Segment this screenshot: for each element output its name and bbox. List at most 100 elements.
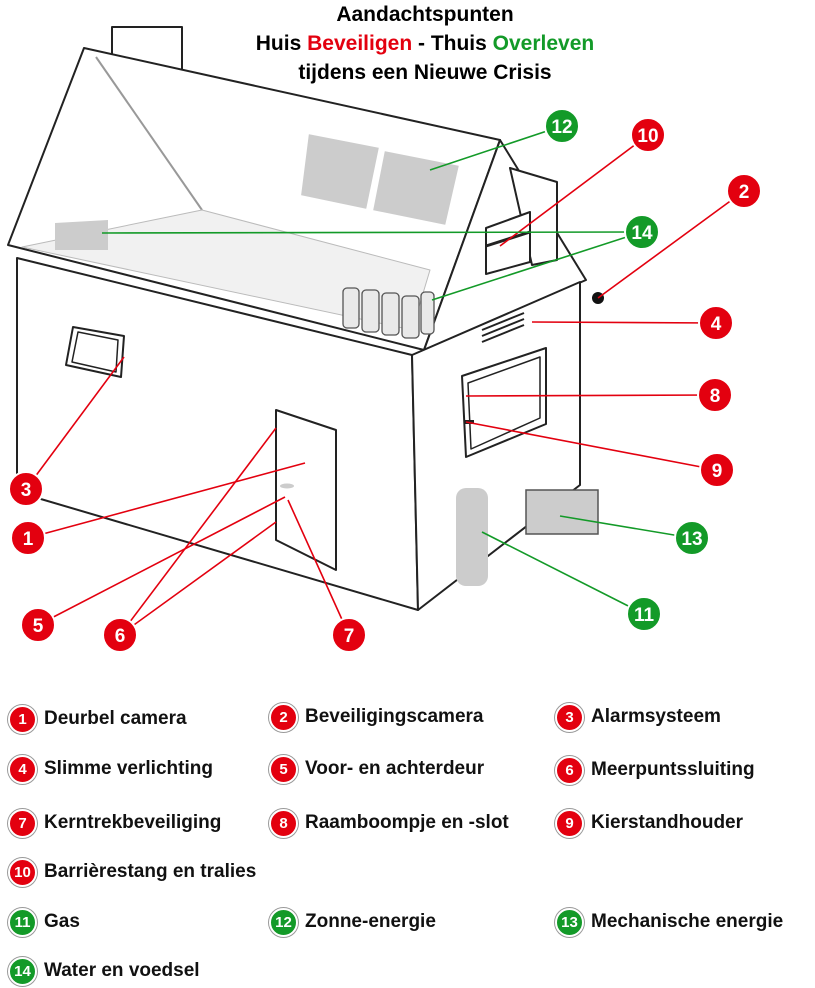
callout-badge-circle [697,377,733,413]
legend-item-14: 14 Water en voedsel [8,956,200,986]
legend-label: Water en voedsel [44,960,200,981]
callout-1: 1 [10,520,46,556]
legend-item-10: 10 Barrièrestang en tralies [8,857,256,887]
callout-13: 13 [674,520,710,556]
callout-9: 9 [699,452,735,488]
legend-item-2: 2 Beveiligingscamera [269,702,483,732]
callout-2: 2 [726,173,762,209]
legend-badge: 13 [555,907,584,937]
title-huis: Huis [255,32,308,55]
legend-label: Beveiligingscamera [305,706,484,727]
survival-lines [101,125,693,615]
callout-badge-circle [674,520,710,556]
storage-box [55,220,108,250]
house-outline [7,26,587,611]
legend-badge: 7 [8,808,37,838]
legend-item-11: 11 Gas [8,907,80,937]
callout-12: 12 [544,108,580,144]
legend-badge: 14 [8,956,37,986]
legend-item-12: 12 Zonne-energie [269,907,436,937]
legend-badge: 1 [8,704,37,734]
vent [481,312,525,331]
callout-badge-circle [726,173,762,209]
solar-panel-1 [298,131,382,212]
legend-label: Gas [44,911,80,932]
attic-floor [21,209,431,331]
callout-badge-circle [544,108,580,144]
callout-badge-circle [630,117,666,153]
callout-number: 1 [23,529,34,550]
legend-badge: 11 [8,907,37,937]
legend-badge: 12 [269,907,298,937]
legend-badge: 6 [555,755,584,785]
generator [525,489,599,535]
legend-item-5: 5 Voor- en achterdeur [269,754,484,784]
callout-6: 6 [102,617,138,653]
legend-label: Voor- en achterdeur [305,758,485,779]
legend-item-3: 3 Alarmsysteem [555,702,721,732]
legend-badge: 3 [555,702,584,732]
legend-item-9: 9 Kierstandhouder [555,808,743,838]
callout-number: 8 [710,386,721,407]
callout-badge-circle [699,452,735,488]
title-overleven: Overleven [492,32,595,55]
title-line-1: Aandachtspunten [336,3,514,26]
legend-label: Kierstandhouder [591,812,744,833]
callout-badge-circle [102,617,138,653]
callout-number: 12 [551,117,572,138]
callout-badge-circle [20,607,56,643]
legend-badge: 10 [8,857,37,887]
front-door [275,409,337,571]
callout-number: 10 [637,126,658,147]
callout-badge-circle [10,520,46,556]
title-line-2: Huis Beveiligen - Thuis Overleven [170,29,680,58]
legend-item-1: 1 Deurbel camera [8,704,187,734]
title-block: Aandachtspunten Huis Beveiligen - Thuis … [170,0,680,87]
callout-number: 2 [739,182,750,203]
gas-bottle [456,488,488,586]
legend-badge: 5 [269,754,298,784]
roof-inner-edge [95,56,203,211]
legend-badge: 9 [555,808,584,838]
callout-number: 5 [33,616,44,637]
callout-number: 4 [711,314,722,335]
legend-badge: 4 [8,754,37,784]
legend-label: Zonne-energie [305,911,436,932]
legend-badge: 2 [269,702,298,732]
title-beveiligen: Beveiligen [307,32,413,55]
legend-label: Kerntrekbeveiliging [44,812,222,833]
legend-badge: 8 [269,808,298,838]
legend-label: Mechanische energie [591,911,784,932]
callout-5: 5 [20,607,56,643]
legend-item-13: 13 Mechanische energie [555,907,783,937]
callout-number: 9 [712,461,723,482]
callout-badge-circle [331,617,367,653]
callout-7: 7 [331,617,367,653]
legend-item-6: 6 Meerpuntssluiting [555,755,755,785]
legend-label: Slimme verlichting [44,758,213,779]
solar-panel-2 [370,148,462,228]
security-lines [25,134,745,636]
legend-item-7: 7 Kerntrekbeveiliging [8,808,221,838]
title-thuis: - Thuis [412,32,493,55]
callout-badge-circle [624,214,660,250]
legend-label: Alarmsysteem [591,706,721,727]
legend-label: Meerpuntssluiting [591,759,755,780]
callout-4: 4 [698,305,734,341]
legend-item-4: 4 Slimme verlichting [8,754,213,784]
legend-label: Deurbel camera [44,708,187,729]
attic-window [485,211,531,275]
callout-number: 3 [21,480,32,501]
water-bottles [342,287,435,339]
callout-number: 14 [631,223,653,244]
callout-number: 7 [344,626,355,647]
callout-badge-circle [698,305,734,341]
callout-11: 11 [626,596,662,632]
legend-label: Barrièrestang en tralies [44,861,257,882]
callout-10: 10 [630,117,666,153]
callout-3: 3 [8,471,44,507]
callout-number: 11 [634,605,655,626]
